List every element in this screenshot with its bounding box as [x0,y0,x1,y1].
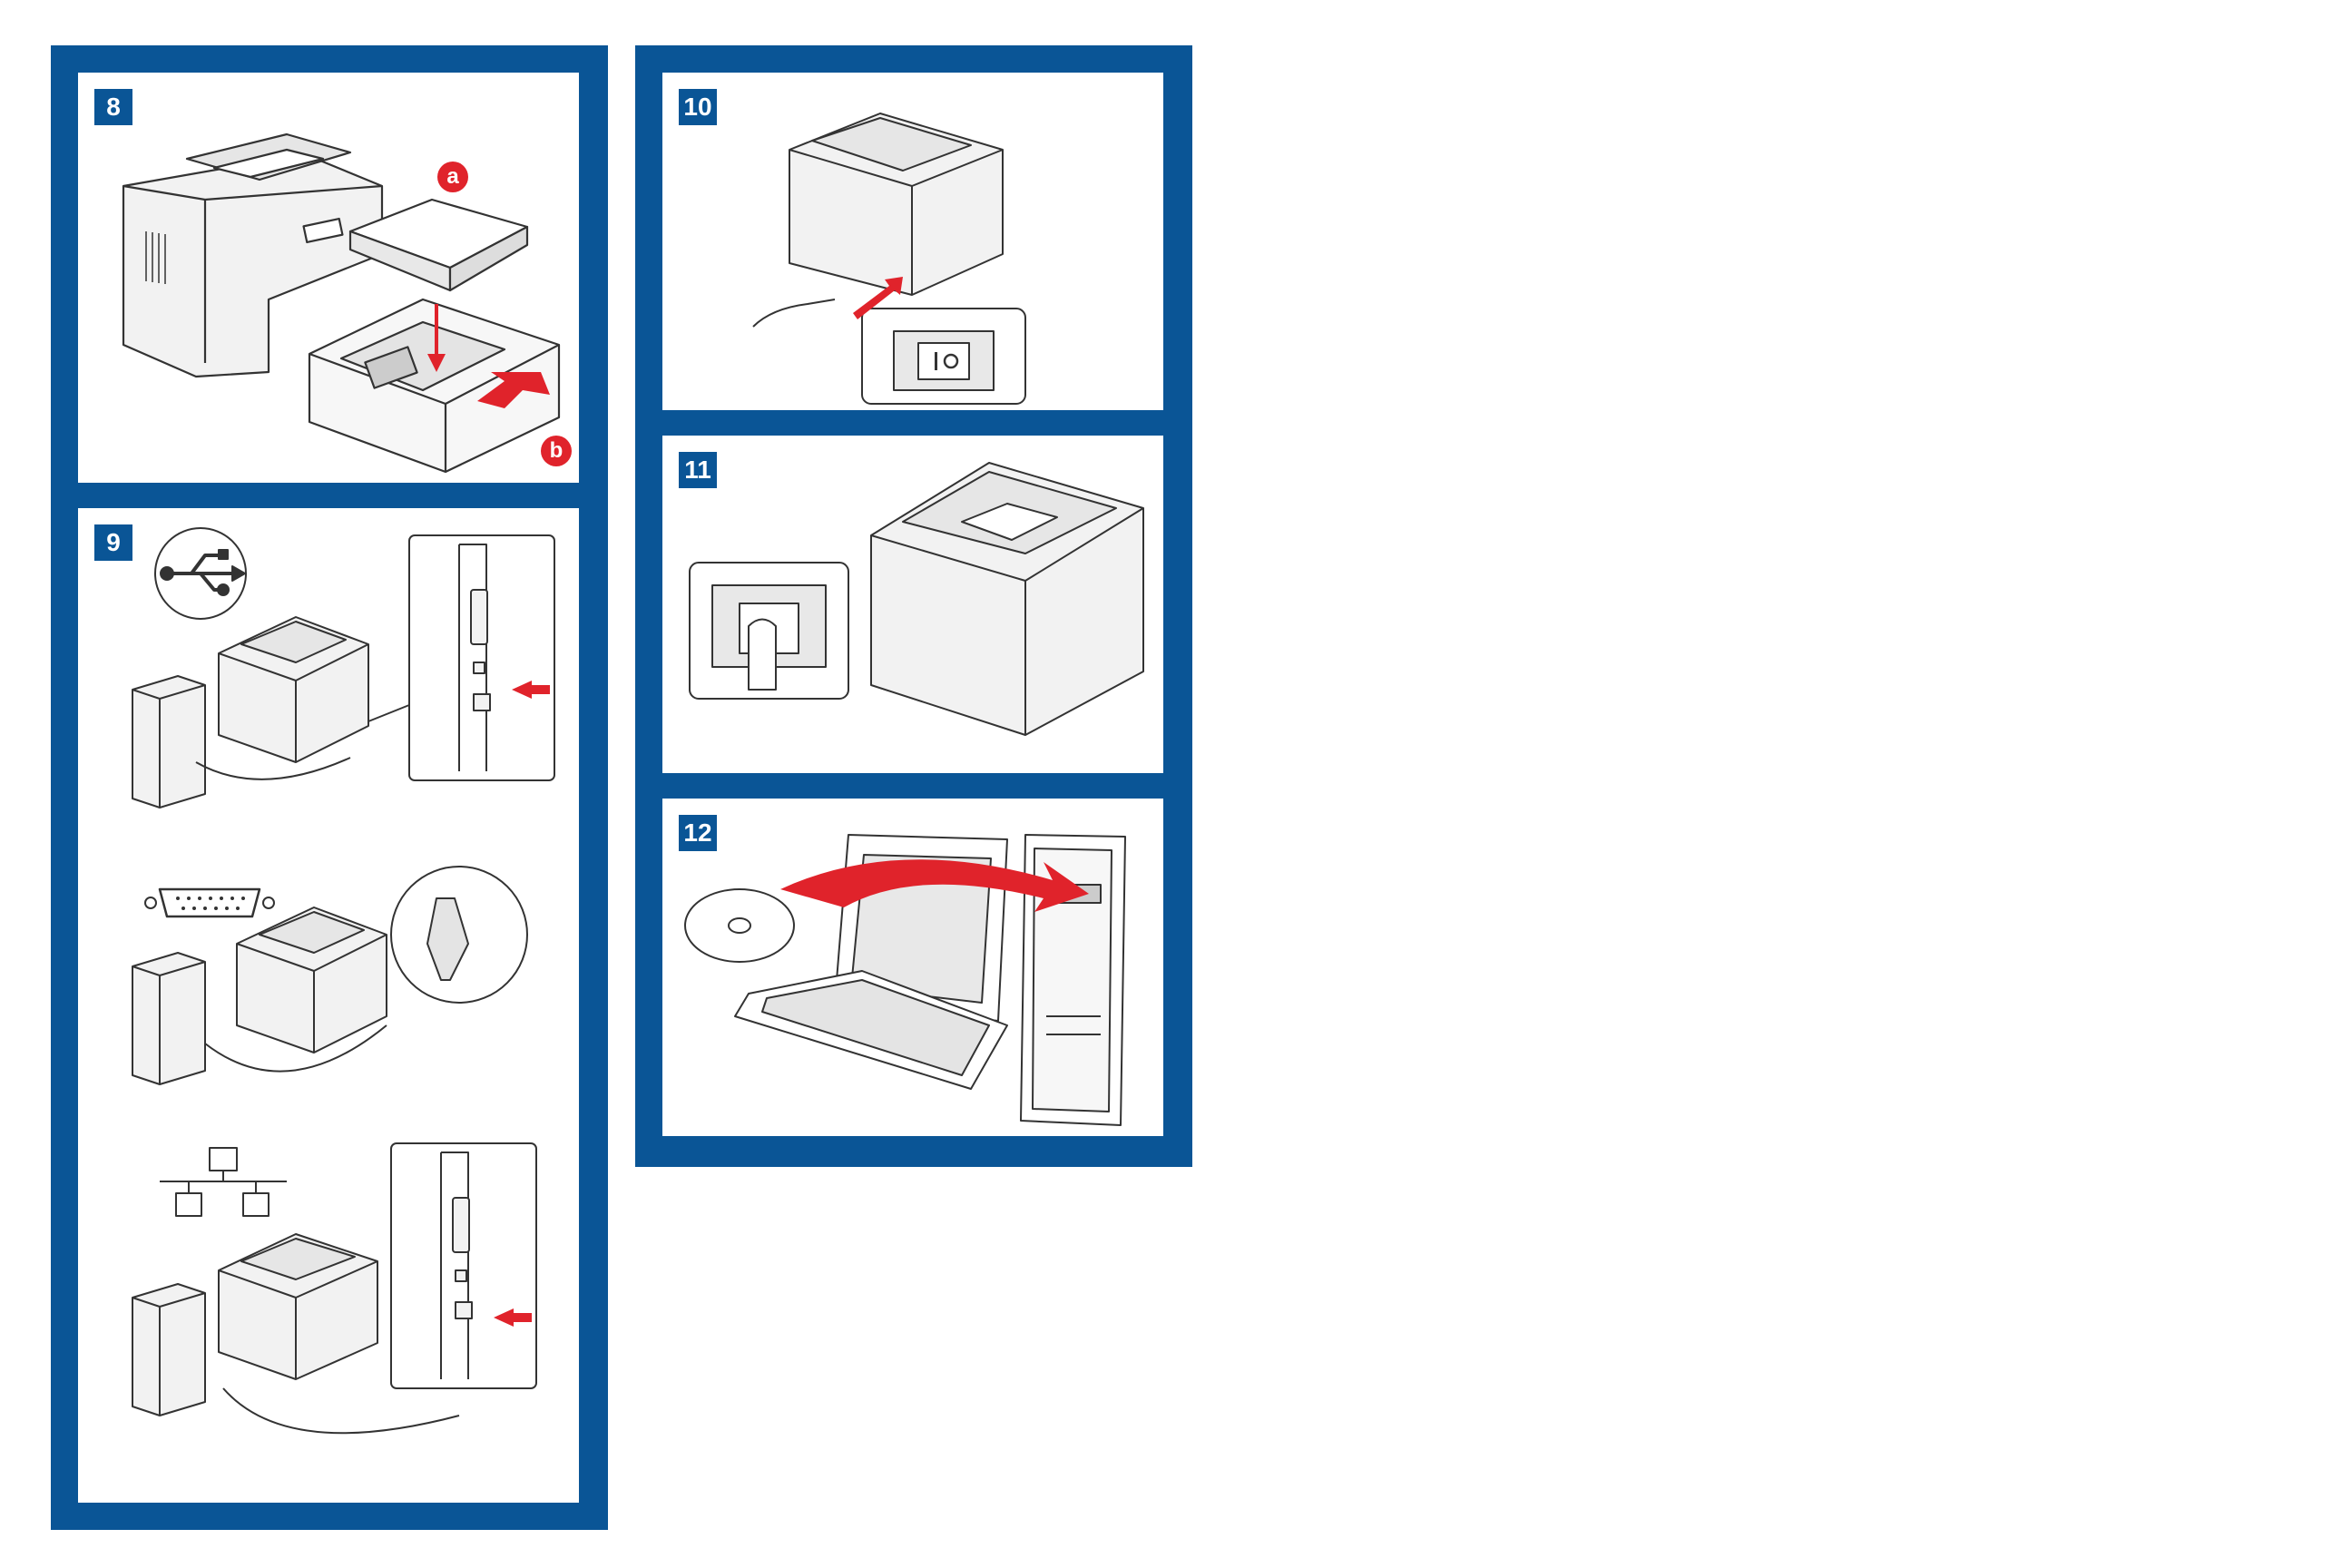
power-cable-illustration [662,73,1163,410]
usb-icon [155,528,246,619]
paper-tray-illustration [78,73,579,483]
label-b: b [541,436,572,466]
step-8-panel: 8 a [78,73,579,483]
step-9-panel: 9 [78,508,579,1503]
step-10-panel: 10 [662,73,1163,410]
connection-illustration [78,508,579,1503]
cd-icon [685,889,794,962]
step-12-panel: 12 [662,799,1163,1136]
parallel-port-icon [145,889,274,916]
step-11-panel: 11 [662,436,1163,773]
label-a: a [437,162,468,192]
install-software-illustration [662,799,1163,1136]
power-on-illustration [662,436,1163,773]
network-icon [160,1148,287,1216]
